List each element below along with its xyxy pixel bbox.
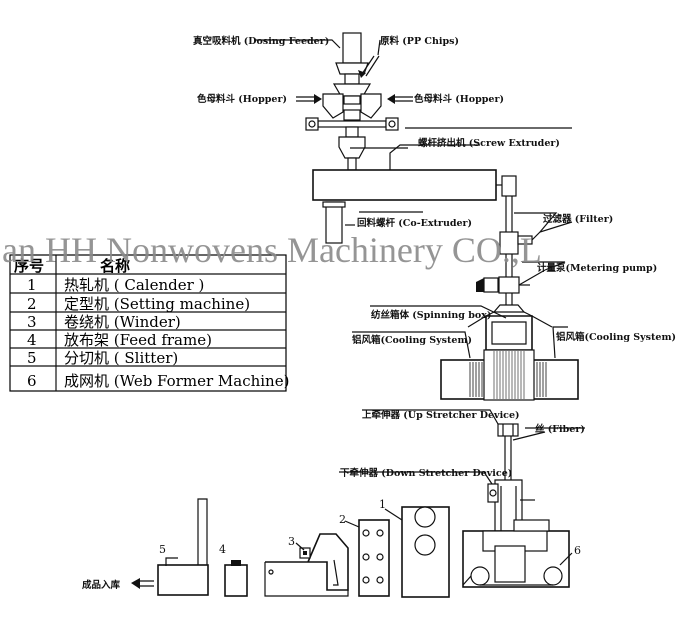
table-row-4-index: 4 [27,331,37,349]
leader-lines [254,39,585,566]
up-stretcher-label: 上牵伸器 (Up Stretcher Device) [362,409,520,421]
metering-pump [476,254,546,305]
table-header-name: 名称 [100,257,130,275]
setting-machine [344,519,390,597]
parts-table: 序号 名称 1 热轧机 ( Calender ) 2 定型机 (Setting … [9,254,289,392]
screw-extruder [312,144,504,201]
machine-number-5: 5 [159,543,166,556]
table-row-3-index: 3 [27,313,37,331]
dosing-feeder [332,32,372,97]
hopper-left-label: 色母料斗 (Hopper) [197,93,287,105]
table-row-5-name: 分切机 ( Slitter) [64,349,178,367]
table-row-2-name: 定型机 (Setting machine) [64,295,250,313]
machine-number-1: 1 [379,498,386,511]
watermark: an HH Nonwovens Machinery CO.,L [2,230,542,270]
screw-extruder-label: 螺杆挤出机 (Screw Extruder) [418,137,560,149]
table-row-4-name: 放布架 (Feed frame) [64,331,212,349]
cooling-right-label: 铝风箱(Cooling System) [556,331,676,343]
cooling-left-label: 铝风箱(Cooling System) [352,334,472,346]
finished-storage-label: 成品入库 [82,579,121,591]
filter [499,221,573,255]
filter-label: 过滤器 (Filter) [543,213,613,225]
fiber-bundle [504,431,546,480]
calender-machine [384,506,450,598]
co-extruder-label: 回料螺杆 (Co-Extruder) [357,217,472,229]
finished-goods-arrow [131,578,154,589]
winder-machine [264,533,349,597]
table-row-1-name: 热轧机 ( Calender ) [64,276,204,294]
hopper-right-label: 色母料斗 (Hopper) [414,93,504,105]
up-stretcher [497,423,519,437]
down-stretcher-label: 下牵伸器 (Down Stretcher Device) [340,467,512,479]
table-row-2-index: 2 [27,295,37,313]
machine-number-2: 2 [339,513,346,526]
table-row-5-index: 5 [27,349,37,367]
raw-material-label: 原料 (PP Chips) [380,35,459,47]
table-header-index: 序号 [14,257,44,275]
machine-number-3: 3 [288,535,295,548]
dosing-feeder-label: 真空吸料机 (Dosing Feeder) [193,35,329,47]
machine-number-4: 4 [219,543,226,556]
cooling-system [440,349,579,401]
raw-material-inlet [358,55,380,78]
hopper-arrow-right [387,94,413,104]
metering-pump-label: 计量泵(Metering pump) [537,262,657,274]
machine-number-6: 6 [574,544,581,557]
table-row-6-index: 6 [27,372,37,390]
spinning-box-label: 纺丝箱体 (Spinning box) [371,309,491,321]
fiber-label: 丝 (Fiber) [535,423,585,435]
extruder-feed-column [305,93,399,171]
web-former-machine [462,519,570,588]
slitter-machine [157,498,209,596]
feed-frame [224,560,248,597]
hopper-arrow-left [296,94,322,104]
table-row-1-index: 1 [27,276,37,294]
table-row-6-name: 成网机 (Web Former Machine) [64,372,289,390]
table-row-3-name: 卷绕机 (Winder) [64,313,181,331]
co-extruder [322,201,355,244]
